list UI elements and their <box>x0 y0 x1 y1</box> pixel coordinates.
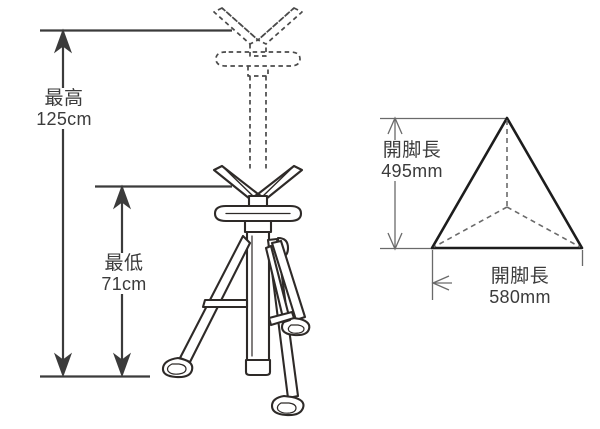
ghost-saddle-right-wing <box>257 7 303 45</box>
arrowhead-leg-down <box>387 232 403 251</box>
column-foot-cap <box>244 358 272 377</box>
foot-pad-left-inner <box>166 363 187 375</box>
extended-position-ghost <box>213 7 303 170</box>
label-leg-spread-width-name: 開脚長 <box>452 266 588 288</box>
arrowhead-min-down <box>112 352 132 378</box>
footprint-center-spoke-left <box>433 206 508 248</box>
leg-mid-right <box>270 239 307 322</box>
label-leg-spread-height-value: 495mm <box>381 161 443 182</box>
label-min-height-name: 最低 <box>104 253 144 274</box>
leg-cross-brace <box>201 298 249 309</box>
dimension-arrow-leg-height <box>380 116 508 251</box>
arrowhead-min-up <box>112 184 132 210</box>
foot-pad-mid-right-inner <box>287 324 305 334</box>
ghost-saddle-left-wing <box>213 7 259 45</box>
dimension-arrow-max-height <box>53 28 73 378</box>
label-leg-spread-width-value: 580mm <box>489 287 551 308</box>
saddle-left-wing-fold <box>221 165 255 198</box>
label-leg-spread-width: 開脚長 580mm <box>452 266 588 308</box>
brace-bracket <box>267 310 296 327</box>
footprint-center-spoke-right <box>506 206 581 248</box>
arrowhead-max-up <box>53 28 73 54</box>
ghost-saddle-right-wing-inner <box>257 7 295 41</box>
label-leg-spread-height-name: 開脚長 <box>382 140 442 161</box>
label-min-height: 最低 71cm <box>76 253 172 295</box>
arrowhead-max-down <box>53 352 73 378</box>
label-leg-spread-height: 開脚長 495mm <box>358 140 466 182</box>
label-max-height: 最高 125cm <box>16 88 112 130</box>
saddle-right-wing-fold <box>261 165 295 198</box>
column-collar <box>243 219 273 234</box>
dimension-lines-left <box>40 29 232 378</box>
ghost-collar <box>247 66 269 77</box>
arrowhead-leg-up <box>387 116 403 135</box>
label-max-height-value: 125cm <box>36 109 92 130</box>
ghost-saddle-neck <box>249 44 267 57</box>
ghost-saddle-left-wing-inner <box>221 7 259 41</box>
label-min-height-value: 71cm <box>101 274 147 295</box>
tripod-footprint-triangle <box>430 116 584 250</box>
arrowhead-leg-left <box>431 275 450 291</box>
ghost-cross-handle <box>215 51 301 67</box>
foot-pad-rear-right-inner <box>276 402 297 414</box>
jack-stand-side-view <box>161 164 311 417</box>
label-max-height-name: 最高 <box>44 88 84 109</box>
